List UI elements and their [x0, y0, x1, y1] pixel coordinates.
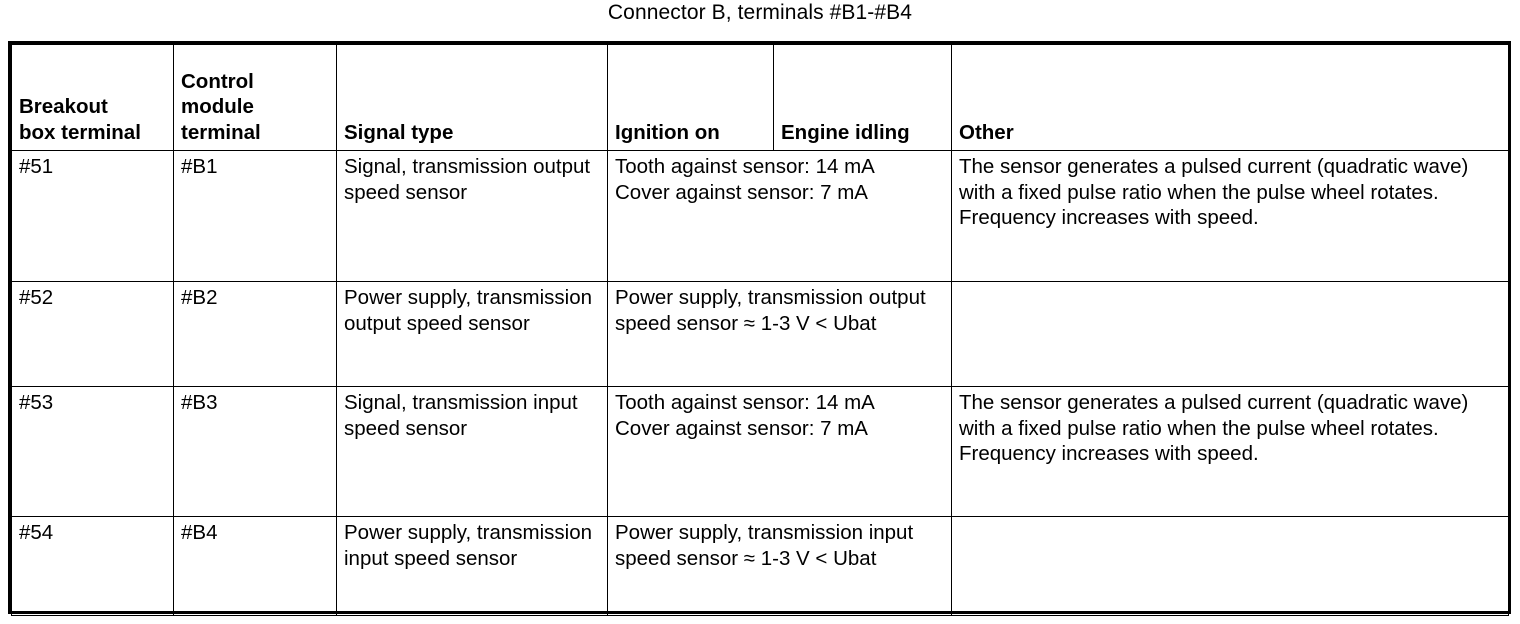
- header-control-module-terminal-line3: terminal: [181, 120, 261, 144]
- table-row: #52 #B2 Power supply, transmission outpu…: [11, 281, 1509, 387]
- header-breakout-box-terminal: Breakout box terminal: [11, 44, 174, 151]
- cell-control-module-terminal: #B1: [173, 150, 337, 282]
- cell-breakout-box-terminal: #53: [11, 386, 174, 517]
- cell-measurement-line1: Power supply, transmission input speed s…: [615, 521, 914, 570]
- cell-breakout-box-terminal: #54: [11, 516, 174, 616]
- cell-measurement: Power supply, transmission input speed s…: [607, 516, 952, 616]
- header-control-module-terminal-line1: Control: [181, 69, 254, 93]
- header-breakout-box-terminal-line1: Breakout: [19, 95, 108, 118]
- cell-control-module-terminal: #B2: [173, 281, 337, 387]
- table-caption: Connector B, terminals #B1-#B4: [607, 1, 913, 24]
- header-ignition-on: Ignition on: [607, 44, 774, 151]
- cell-measurement-line2: Cover against sensor: 7 mA: [615, 416, 868, 440]
- cell-measurement: Tooth against sensor: 14 mA Cover agains…: [607, 386, 952, 517]
- cell-measurement: Tooth against sensor: 14 mA Cover agains…: [607, 150, 952, 282]
- table-row: #54 #B4 Power supply, transmission input…: [11, 516, 1509, 616]
- cell-measurement-line1: Tooth against sensor: 14 mA: [615, 155, 875, 178]
- table-header-row: Breakout box terminal Control module ter…: [11, 44, 1509, 151]
- header-control-module-terminal: Control module terminal: [173, 44, 337, 151]
- cell-breakout-box-terminal: #52: [11, 281, 174, 387]
- cell-breakout-box-terminal: #51: [11, 150, 174, 282]
- header-other: Other: [951, 44, 1509, 151]
- cell-control-module-terminal: #B4: [173, 516, 337, 616]
- header-signal-type: Signal type: [336, 44, 608, 151]
- cell-control-module-terminal: #B3: [173, 386, 337, 517]
- header-engine-idling: Engine idling: [773, 44, 952, 151]
- cell-signal-type: Signal, transmission output speed sensor: [336, 150, 608, 282]
- cell-measurement: Power supply, transmission output speed …: [607, 281, 952, 387]
- cell-other: [951, 281, 1509, 387]
- header-breakout-box-terminal-line2: box terminal: [19, 120, 141, 144]
- cell-signal-type: Signal, transmission input speed sensor: [336, 386, 608, 517]
- cell-signal-type: Power supply, transmission output speed …: [336, 281, 608, 387]
- table-row: #51 #B1 Signal, transmission output spee…: [11, 150, 1509, 282]
- table-row: #53 #B3 Signal, transmission input speed…: [11, 386, 1509, 517]
- cell-other: The sensor generates a pulsed current (q…: [951, 150, 1509, 282]
- terminals-table-container: Breakout box terminal Control module ter…: [8, 41, 1511, 616]
- cell-measurement-line1: Power supply, transmission output speed …: [615, 286, 926, 335]
- cell-measurement-line2: Cover against sensor: 7 mA: [615, 180, 868, 204]
- cell-signal-type: Power supply, transmission input speed s…: [336, 516, 608, 616]
- cell-other: The sensor generates a pulsed current (q…: [951, 386, 1509, 517]
- terminals-table: Breakout box terminal Control module ter…: [11, 44, 1509, 616]
- header-control-module-terminal-line2: module: [181, 95, 254, 118]
- cell-measurement-line1: Tooth against sensor: 14 mA: [615, 391, 875, 414]
- cell-other: [951, 516, 1509, 616]
